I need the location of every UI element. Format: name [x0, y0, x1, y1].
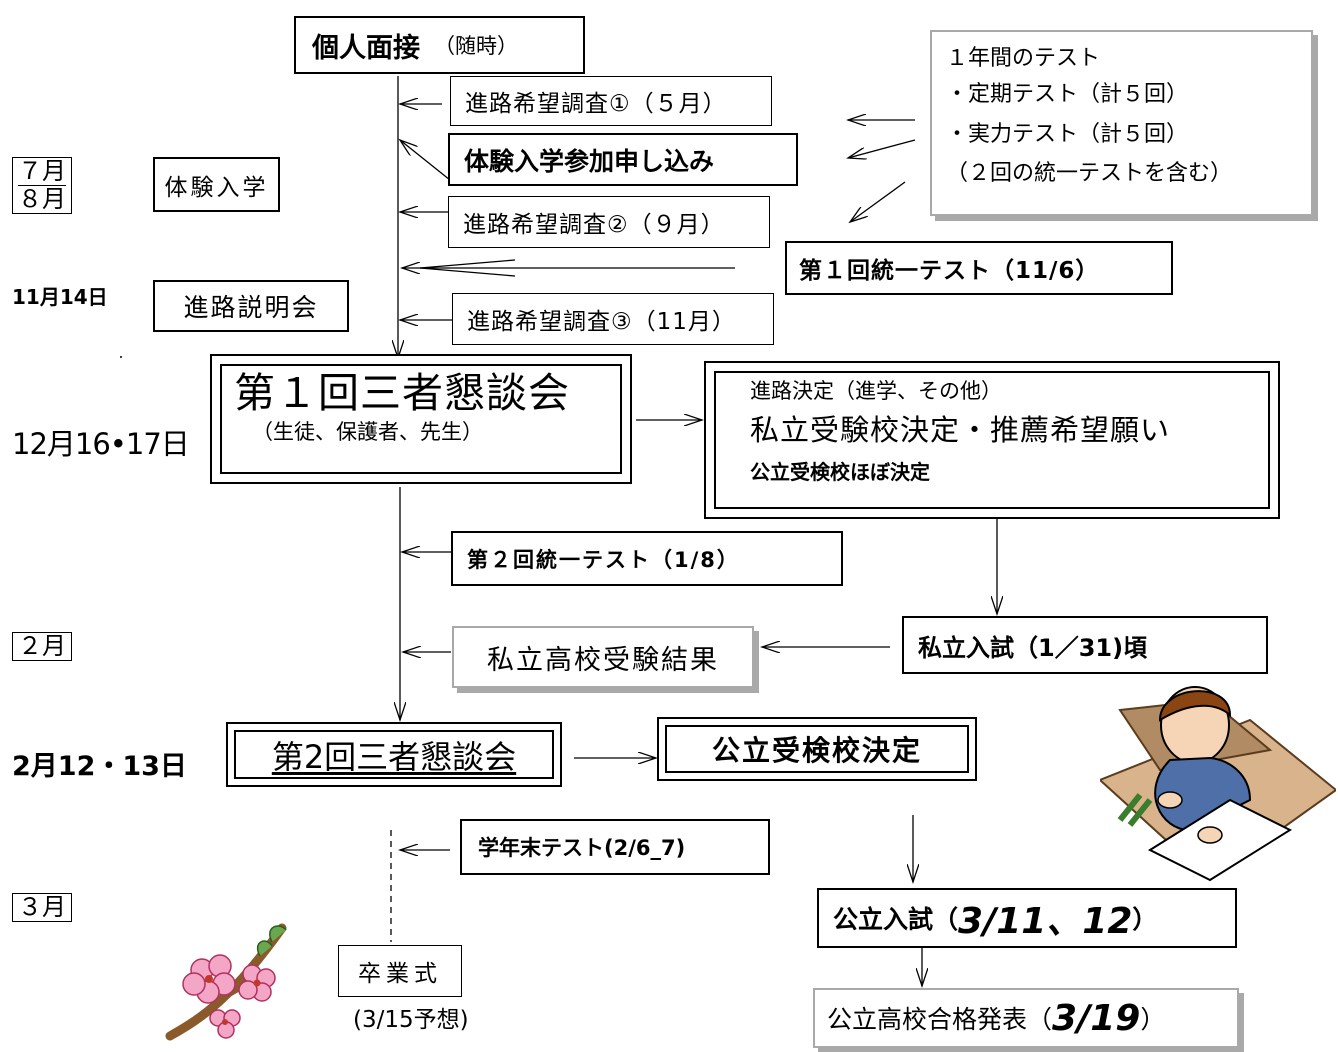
month-label-aug: ８月: [18, 185, 66, 213]
date-label-feb1213: 2月12・13日: [12, 751, 187, 782]
yearly-tests-title: １年間のテスト: [946, 46, 1101, 71]
first-three-party-meeting-box: 第１回三者懇談会 （生徒、保護者、先生）: [210, 354, 632, 484]
month-label-feb: ２月: [12, 632, 72, 661]
unified-test-2-box: 第２回統一テスト（1/8）: [451, 531, 843, 586]
career-decision-box: 進路決定（進学、その他） 私立受験校決定・推薦希望願い 公立受検校ほぼ決定: [704, 361, 1280, 519]
yearly-tests-note: （２回の統一テストを含む）: [946, 161, 1233, 186]
decision-line-1: 進路決定（進学、その他）: [750, 379, 1002, 403]
public-results-box: 公立高校合格発表（ 3/19 ）: [813, 988, 1239, 1048]
cherry-blossom-icon: [165, 923, 287, 1041]
career-survey-1-box: 進路希望調査①（５月）: [450, 76, 772, 126]
private-exam-box: 私立入試（1／31)頃: [902, 616, 1268, 674]
meeting1-subtitle: （生徒、保護者、先生）: [252, 420, 483, 444]
interview-title: 個人面接: [312, 32, 420, 64]
second-three-party-meeting-box: 第2回三者懇談会: [226, 722, 562, 787]
decision-line-2: 私立受験校決定・推薦希望願い: [750, 413, 1171, 447]
yearly-tests-box: １年間のテスト ・定期テスト（計５回） ・実力テスト（計５回） （２回の統一テス…: [930, 30, 1313, 216]
career-survey-3-box: 進路希望調査③（11月）: [452, 293, 774, 345]
month-label-jul-aug: ７月 ８月: [12, 157, 72, 214]
private-results-box: 私立高校受験結果: [452, 626, 754, 688]
year-end-test-box: 学年末テスト(2/6_7): [460, 819, 770, 875]
meeting1-title: 第１回三者懇談会: [234, 369, 570, 417]
trial-application-box: 体験入学参加申し込み: [448, 133, 798, 186]
date-label-nov14: 11月14日: [12, 285, 108, 309]
unified-test-1-box: 第１回統一テスト（11/6）: [785, 241, 1173, 295]
interview-note: （随時）: [434, 34, 518, 58]
career-briefing-box: 進路説明会: [153, 280, 349, 332]
date-label-dec1617: 12月16•17日: [12, 427, 190, 461]
career-survey-2-box: 進路希望調査②（９月）: [448, 196, 770, 248]
month-label-mar: ３月: [12, 893, 72, 922]
student-studying-icon: [1100, 686, 1336, 882]
month-label-jul: ７月: [18, 157, 66, 185]
trial-admission-box: 体験入学: [153, 157, 280, 212]
graduation-date: (3/15予想): [353, 1007, 469, 1033]
public-exam-box: 公立入試（ 3/11、12 ）: [817, 888, 1237, 948]
yearly-tests-ability: ・実力テスト（計５回）: [946, 122, 1189, 147]
meeting2-title: 第2回三者懇談会: [271, 737, 517, 776]
decision-line-3: 公立受検校ほぼ決定: [750, 460, 930, 484]
individual-interview-box: 個人面接 （随時）: [294, 16, 585, 74]
public-school-decision-box: 公立受検校決定: [657, 717, 977, 781]
yearly-tests-regular: ・定期テスト（計５回）: [946, 82, 1189, 107]
graduation-box: 卒業式: [338, 945, 462, 997]
